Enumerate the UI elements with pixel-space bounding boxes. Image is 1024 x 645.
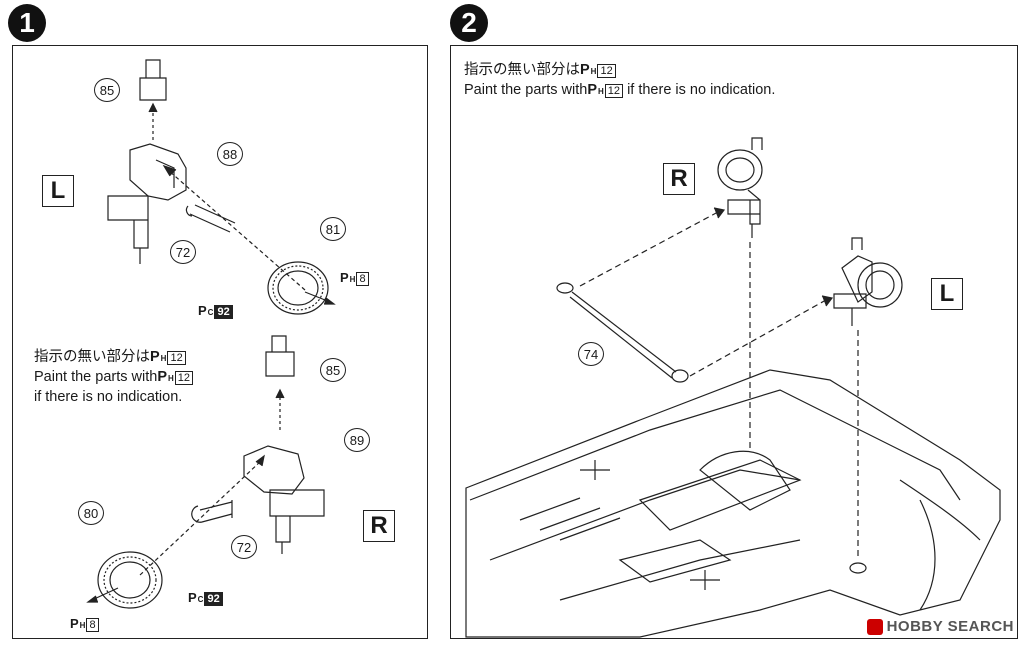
part-89-knuckle (243, 445, 325, 554)
part-74-label: 74 (578, 342, 604, 366)
part-85-top-cap (139, 59, 167, 101)
part-72-top-pin (185, 204, 236, 233)
part-72-bottom-pin (191, 500, 233, 523)
part-80-hub (97, 551, 163, 609)
chassis-floor-pan (465, 369, 1001, 638)
part-88-knuckle (107, 143, 187, 264)
part-88-label: 88 (217, 142, 243, 166)
part-89-label: 89 (344, 428, 370, 452)
part-85-top-label: 85 (94, 78, 120, 102)
hobby-search-watermark: HOBBY SEARCH (866, 618, 1014, 635)
step-1-panel (12, 45, 428, 639)
side-label-right-panel2: R (663, 163, 695, 195)
part-85-bottom-label: 85 (320, 358, 346, 382)
step-1-badge: 1 (8, 4, 46, 42)
part-72-top-label: 72 (170, 240, 196, 264)
part-81-label: 81 (320, 217, 346, 241)
part-81-hub (267, 261, 329, 315)
part-80-label: 80 (78, 501, 104, 525)
side-label-left-panel2: L (931, 278, 963, 310)
hobby-search-logo-icon (866, 618, 883, 635)
l-knuckle-assembly (833, 237, 903, 326)
part-72-bottom-label: 72 (231, 535, 257, 559)
side-label-left-top: L (42, 175, 74, 207)
part-74-tie-rod (556, 282, 689, 383)
part-85-bottom-cap (265, 335, 295, 377)
step-2-badge: 2 (450, 4, 488, 42)
side-label-right-bottom: R (363, 510, 395, 542)
r-knuckle-assembly (717, 137, 763, 238)
